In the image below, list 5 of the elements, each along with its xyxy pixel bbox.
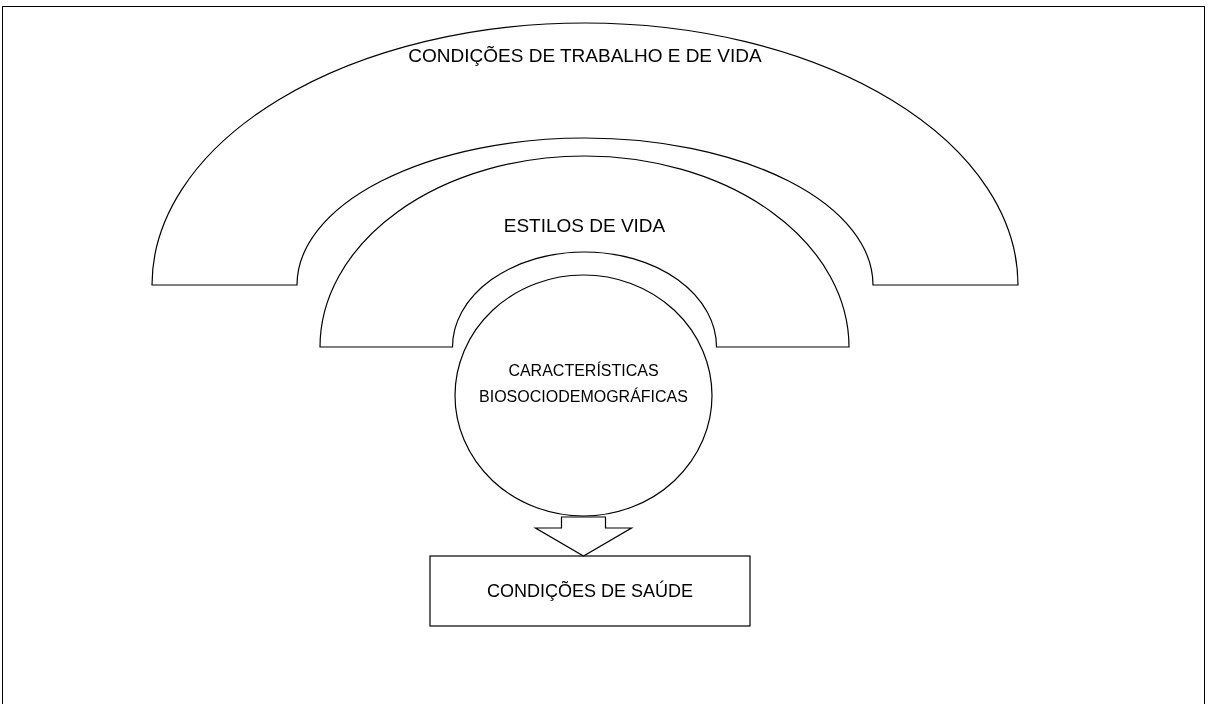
node-label: CONDIÇÕES DE SAÚDE	[485, 579, 694, 603]
node-label: ESTILOS DE VIDA	[502, 214, 667, 238]
block-arrow	[533, 516, 634, 557]
node-label: CONDIÇÕES DE TRABALHO E DE VIDA	[407, 44, 763, 68]
node-label: CARACTERÍSTICAS BIOSOCIODEMOGRÁFICAS	[478, 360, 689, 407]
